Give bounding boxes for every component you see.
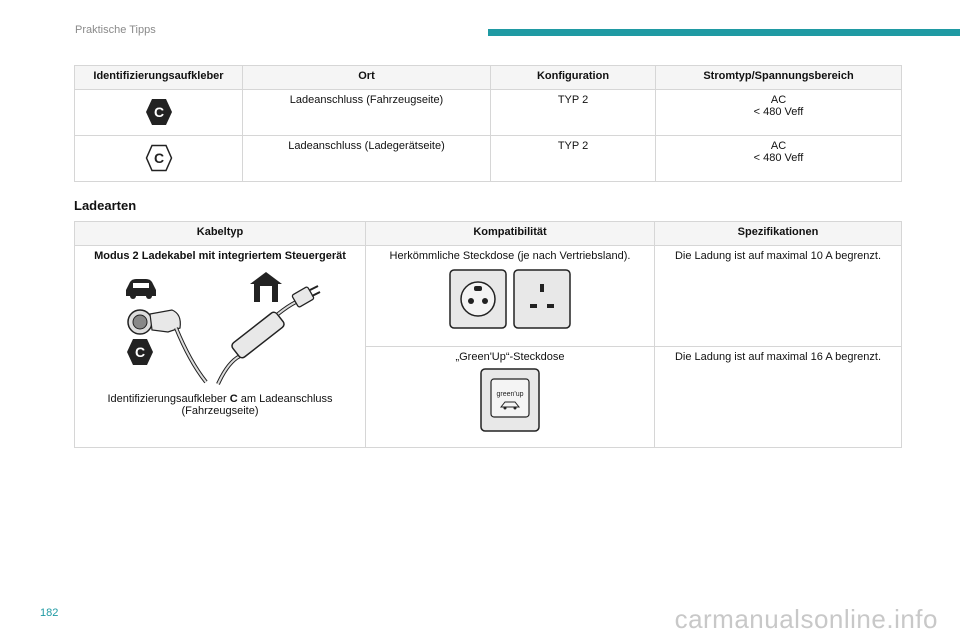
car-icon (126, 279, 156, 299)
section-label: Praktische Tipps (75, 24, 156, 36)
sticker-cell: C (74, 89, 243, 136)
identification-table: Identifizierungsaufkleber Ort Konfigurat… (74, 65, 902, 182)
location-cell: Ladeanschluss (Fahrzeugseite) (242, 89, 491, 136)
column-header: Konfiguration (490, 65, 656, 90)
compatibility-cell: „Green'Up“-Steckdose green'up (365, 346, 655, 448)
control-box-icon (216, 285, 321, 385)
sticker-c-outline-icon: C (145, 144, 172, 172)
mode2-cable-illustration: C (126, 272, 321, 385)
config-cell: TYP 2 (490, 135, 656, 182)
watermark: carmanualsonline.info (674, 604, 938, 634)
current-cell: AC < 480 Veff (655, 135, 902, 182)
column-header: Ort (242, 65, 491, 90)
cable-caption: Identifizierungsaufkleber C am Ladeansch… (81, 393, 359, 417)
caption-letter: C (229, 393, 238, 405)
compatibility-cell: Herkömmliche Steckdose (je nach Vertrieb… (365, 245, 655, 347)
table-row: C Ladeanschluss (Ladegerätseite) TYP 2 A… (74, 135, 902, 182)
charging-modes-table: Kabeltyp Kompatibilität Spezifikationen … (74, 221, 902, 448)
column-header: Kabeltyp (74, 221, 366, 246)
house-icon (250, 272, 282, 302)
svg-text:C: C (153, 104, 163, 120)
sticker-cell: C (74, 135, 243, 182)
location-cell: Ladeanschluss (Ladegerätseite) (242, 135, 491, 182)
caption-prefix: Identifizierungsaufkleber (107, 393, 227, 405)
column-header: Kompatibilität (365, 221, 655, 246)
table-row: Modus 2 Ladekabel mit integriertem Steue… (74, 245, 902, 448)
svg-text:C: C (135, 344, 145, 360)
column-header: Stromtyp/Spannungsbereich (655, 65, 902, 90)
column-header: Identifizierungsaufkleber (74, 65, 243, 90)
voltage-range: < 480 Veff (753, 152, 804, 164)
svg-text:C: C (153, 150, 163, 166)
voltage-range: < 480 Veff (753, 106, 804, 118)
spec-cell: Die Ladung ist auf maximal 16 A begrenzt… (654, 346, 902, 448)
caption-suffix: am Ladeanschluss (Fahrzeugseite) (181, 393, 333, 417)
table-header-row: Kabeltyp Kompatibilität Spezifikationen (74, 221, 902, 246)
vehicle-connector-icon (127, 309, 208, 384)
header-accent-bar (488, 29, 960, 36)
svg-text:green'up: green'up (496, 391, 523, 398)
sticker-c-filled-icon: C (145, 99, 172, 125)
sticker-c-filled-icon: C (127, 339, 153, 365)
greenup-socket-icon: green'up (480, 368, 540, 432)
table-row: C Ladeanschluss (Fahrzeugseite) TYP 2 AC… (74, 89, 902, 136)
compatibility-text: „Green'Up“-Steckdose (455, 351, 565, 363)
schuko-socket-icon (449, 269, 507, 329)
column-header: Spezifikationen (654, 221, 902, 246)
table-row: „Green'Up“-Steckdose green'up Die Ladung… (75, 346, 902, 448)
spec-cell: Die Ladung ist auf maximal 10 A begrenzt… (654, 245, 902, 347)
current-type: AC (770, 140, 787, 152)
config-cell: TYP 2 (490, 89, 656, 136)
current-type: AC (770, 94, 787, 106)
table-header-row: Identifizierungsaufkleber Ort Konfigurat… (74, 65, 902, 90)
domestic-socket-icons (449, 269, 571, 329)
uk-socket-icon (513, 269, 571, 329)
section-title: Ladearten (74, 198, 137, 213)
compatibility-text: Herkömmliche Steckdose (je nach Vertrieb… (389, 250, 631, 262)
page-number: 182 (40, 607, 59, 619)
cable-type-label: Modus 2 Ladekabel mit integriertem Steue… (94, 250, 346, 262)
cable-type-cell: Modus 2 Ladekabel mit integriertem Steue… (74, 245, 366, 448)
current-cell: AC < 480 Veff (655, 89, 902, 136)
